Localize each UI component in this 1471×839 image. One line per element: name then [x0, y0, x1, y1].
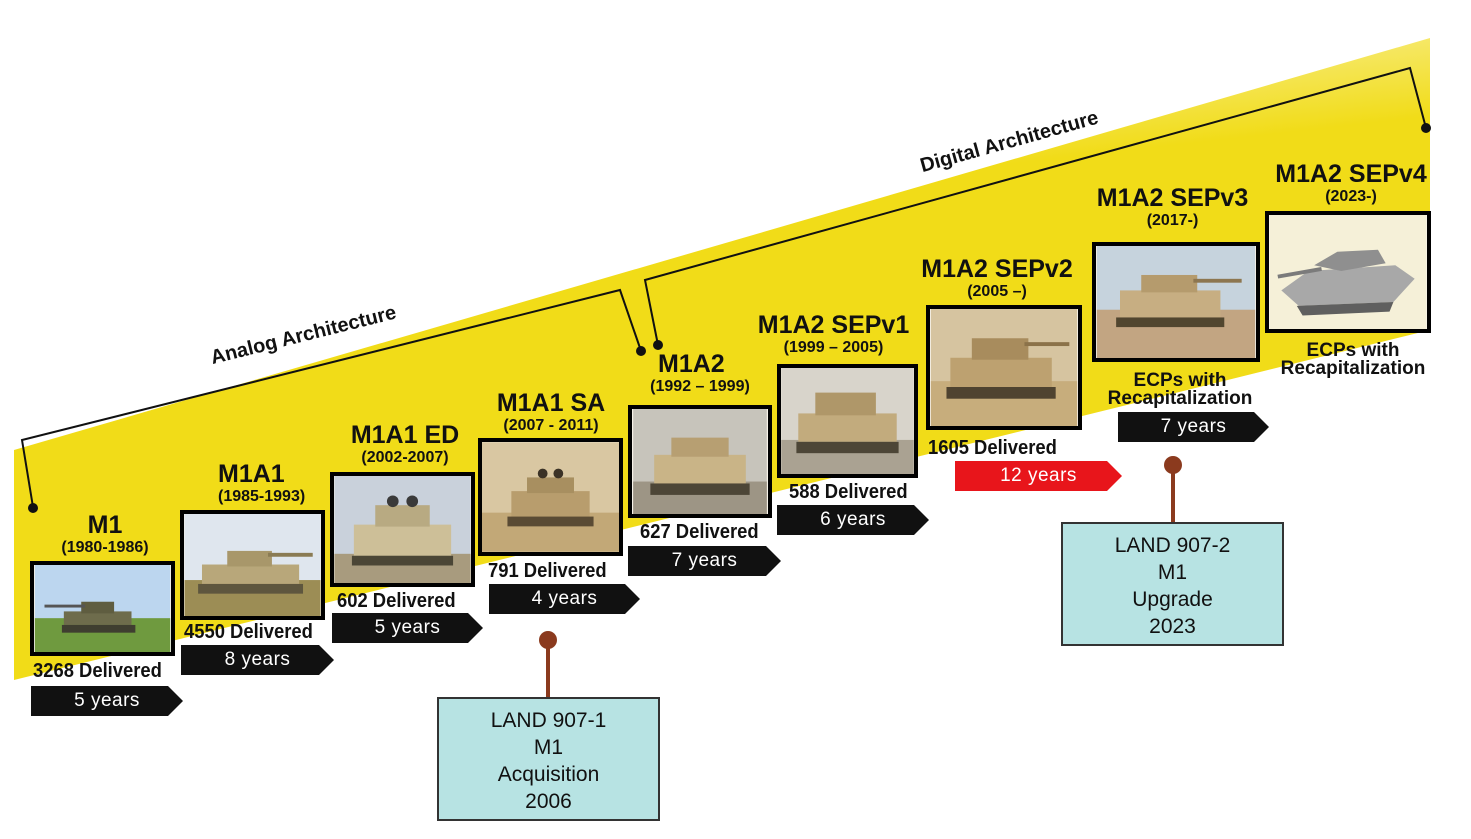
tank-image [633, 409, 767, 514]
tank-photo-m1a1 [180, 510, 325, 620]
variant-name: M1A2 SEPv2 [921, 255, 1073, 283]
duration-arrow: 7 years [1118, 412, 1269, 442]
land-line: 2023 [1149, 615, 1196, 638]
variant-m1a2-sepv4: M1A2 SEPv4 (2023-) [1262, 161, 1440, 206]
duration-arrow: 5 years [332, 613, 483, 643]
variant-name: M1A1 ED [350, 421, 460, 449]
variant-years: (1992 – 1999) [650, 378, 750, 395]
variant-m1a1-sa: M1A1 SA (2007 - 2011) [476, 390, 626, 435]
tank-image [334, 476, 471, 583]
variant-years: (1980-1986) [61, 539, 149, 556]
delivered-count: 1605 Delivered [928, 437, 1057, 459]
land-line: M1 [533, 736, 564, 759]
land-line: Upgrade [1132, 588, 1213, 611]
analog-end-dot [636, 346, 646, 356]
variant-m1a2-sepv1: M1A2 SEPv1 (1999 – 2005) [751, 312, 916, 357]
analog-bracket [20, 288, 641, 508]
variant-name: M1 [87, 511, 123, 539]
variant-years: (1985-1993) [218, 488, 306, 505]
land-line: M1 [1157, 561, 1188, 584]
duration-arrow: 5 years [31, 686, 183, 716]
tank-image [482, 442, 619, 552]
land-907-1-connector [546, 640, 550, 698]
delivered-count: 602 Delivered [337, 590, 456, 612]
land-line: 2006 [525, 790, 572, 813]
variant-name: M1A2 [658, 350, 725, 378]
duration-arrow: 7 years [628, 546, 781, 576]
tank-photo-m1a2 [628, 405, 772, 518]
ecp-note: ECPs with Recapitalization [1280, 340, 1426, 379]
variant-years: (2002-2007) [361, 449, 449, 466]
land-line: LAND 907-2 [1114, 534, 1231, 557]
ecp-note: ECPs with Recapitalization [1107, 370, 1253, 409]
land-907-2-box: LAND 907-2 M1 Upgrade 2023 [1061, 522, 1284, 646]
variant-m1a1: M1A1 (1985-1993) [180, 461, 335, 506]
delivered-count: 3268 Delivered [33, 660, 162, 682]
variant-years: (1999 – 2005) [783, 339, 884, 356]
tank-image [930, 309, 1078, 426]
delivered-count: 4550 Delivered [184, 621, 313, 643]
variant-years: (2017-) [1146, 212, 1199, 229]
delivered-count: 588 Delivered [789, 481, 908, 503]
duration-arrow: 6 years [777, 505, 929, 535]
variant-m1a2: M1A2 (1992 – 1999) [625, 351, 775, 396]
variant-name: M1A2 SEPv1 [757, 311, 910, 339]
tank-photo-m1a2-sepv2 [926, 305, 1082, 430]
variant-years: (2023-) [1325, 188, 1377, 205]
variant-m1a2-sepv3: M1A2 SEPv3 (2017-) [1085, 185, 1260, 230]
tank-photo-m1a2-sepv1 [777, 364, 918, 478]
tank-image [1096, 246, 1256, 358]
tank-image [1269, 215, 1427, 329]
tank-photo-m1 [30, 561, 175, 656]
tank-photo-m1a1-ed [330, 472, 475, 587]
tank-image [34, 565, 171, 652]
land-line: Acquisition [497, 763, 600, 786]
land-907-2-connector-dot [1164, 456, 1182, 474]
digital-start-dot [653, 340, 663, 350]
land-907-1-box: LAND 907-1 M1 Acquisition 2006 [437, 697, 660, 821]
tank-photo-m1a1-sa [478, 438, 623, 556]
variant-name: M1A1 [218, 460, 285, 488]
variant-name: M1A2 SEPv4 [1275, 160, 1427, 188]
tank-photo-m1a2-sepv3 [1092, 242, 1260, 362]
tank-render-m1a2-sepv4 [1265, 211, 1431, 333]
variant-name: M1A1 SA [496, 389, 606, 417]
digital-end-dot [1421, 123, 1431, 133]
variant-m1: M1 (1980-1986) [30, 512, 180, 557]
duration-arrow: 4 years [489, 584, 640, 614]
delivered-count: 791 Delivered [488, 560, 607, 582]
tank-image [184, 514, 321, 616]
variant-m1a1-ed: M1A1 ED (2002-2007) [330, 422, 480, 467]
digital-bracket [643, 66, 1427, 346]
variant-years: (2007 - 2011) [503, 417, 599, 434]
delivered-count: 627 Delivered [640, 521, 759, 543]
variant-m1a2-sepv2: M1A2 SEPv2 (2005 –) [912, 256, 1082, 301]
land-907-2-connector [1171, 466, 1175, 524]
duration-arrow: 8 years [181, 645, 334, 675]
duration-arrow-highlight: 12 years [955, 461, 1122, 491]
variant-years: (2005 –) [967, 283, 1027, 300]
analog-start-dot [28, 503, 38, 513]
variant-name: M1A2 SEPv3 [1096, 184, 1249, 212]
land-line: LAND 907-1 [490, 709, 607, 732]
tank-image [781, 368, 914, 474]
